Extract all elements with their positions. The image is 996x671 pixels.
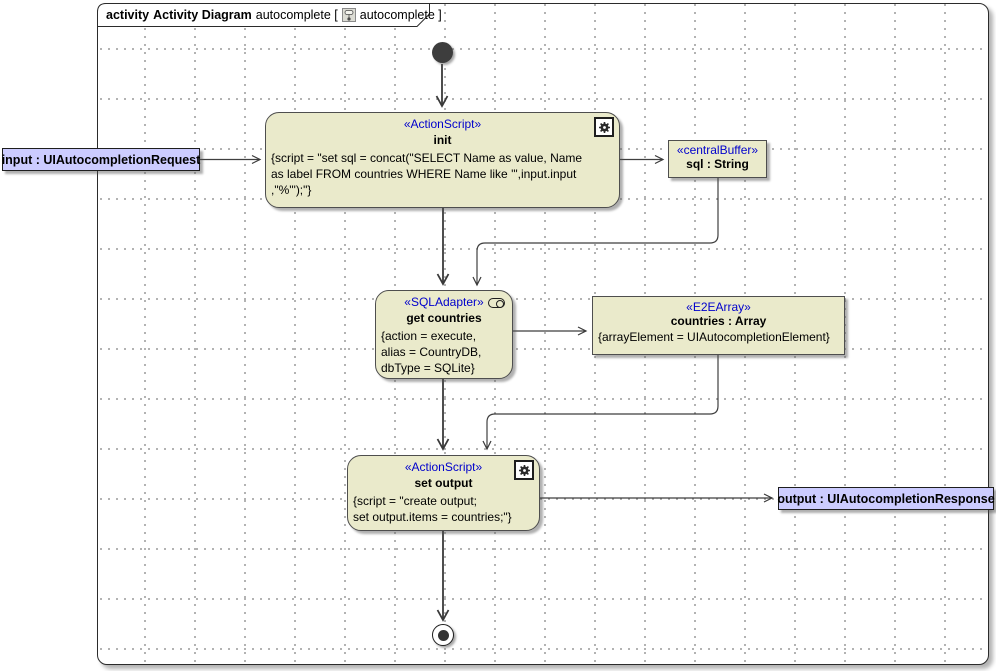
- edge-centralbuffer-to-getcountries[interactable]: [472, 178, 719, 287]
- frame-ref-name: autocomplete ]: [359, 7, 442, 22]
- stereotype-label: «E2EArray»: [686, 300, 751, 314]
- activity-diagram-icon: [341, 7, 356, 22]
- action-script-body: {script = "set sql = concat("SELECT Name…: [266, 147, 619, 198]
- action-name: get countries: [406, 311, 482, 325]
- object-countries-array[interactable]: «E2EArray» countries : Array {arrayEleme…: [592, 296, 845, 355]
- frame-context: autocomplete [: [255, 7, 338, 22]
- input-object-node[interactable]: input : UIAutocompletionRequest: [2, 148, 200, 171]
- output-object-node[interactable]: output : UIAutocompletionResponse: [777, 487, 995, 510]
- initial-node[interactable]: [432, 42, 453, 63]
- action-set-output[interactable]: «ActionScript» set output {script = "cre…: [347, 455, 540, 531]
- script-line: {script = "set sql = concat("SELECT Name…: [271, 151, 583, 165]
- gear-icon: [514, 460, 534, 480]
- frame-diagram-type: Activity Diagram: [153, 7, 252, 22]
- final-node-dot: [437, 629, 449, 641]
- action-name: init: [433, 133, 452, 147]
- script-line: as label FROM countries WHERE Name like …: [271, 167, 577, 181]
- frame-keyword: activity: [106, 7, 150, 22]
- action-init[interactable]: «ActionScript» init {script = "set sql =…: [265, 112, 620, 208]
- gear-icon: [594, 117, 614, 137]
- stereotype-label: «ActionScript»: [403, 117, 482, 131]
- action-get-countries[interactable]: «SQLAdapter» get countries {action = exe…: [375, 290, 513, 379]
- final-node[interactable]: [432, 624, 454, 646]
- stereotype-label: «SQLAdapter»: [404, 295, 484, 309]
- input-object-label: input : UIAutocompletionRequest: [1, 152, 201, 167]
- object-name: countries : Array: [670, 314, 767, 328]
- array-params-body: {arrayElement = UIAutocompletionElement}: [593, 328, 844, 345]
- action-name: set output: [414, 476, 473, 490]
- param-line: dbType = SQLite}: [381, 361, 475, 375]
- buffer-name: sql : String: [686, 157, 749, 171]
- param-line: {action = execute,: [381, 329, 477, 343]
- frame-tab-label: activity Activity Diagram autocomplete […: [106, 6, 442, 23]
- script-line: {script = "create output;: [353, 494, 477, 508]
- adapter-params-body: {action = execute, alias = CountryDB, db…: [376, 325, 512, 376]
- output-object-label: output : UIAutocompletionResponse: [777, 491, 995, 506]
- action-script-body: {script = "create output; set output.ite…: [348, 490, 539, 525]
- stereotype-label: «centralBuffer»: [676, 143, 759, 157]
- param-line: {arrayElement = UIAutocompletionElement}: [598, 330, 830, 344]
- script-line: set output.items = countries;"}: [353, 510, 512, 524]
- edge-countriesarray-to-setoutput[interactable]: [482, 355, 719, 451]
- central-buffer-sql[interactable]: «centralBuffer» sql : String: [668, 140, 767, 178]
- stereotype-label: «ActionScript»: [404, 460, 483, 474]
- script-line: ,"%'");"}: [271, 183, 312, 197]
- adapter-icon: [488, 298, 505, 309]
- param-line: alias = CountryDB,: [381, 345, 482, 359]
